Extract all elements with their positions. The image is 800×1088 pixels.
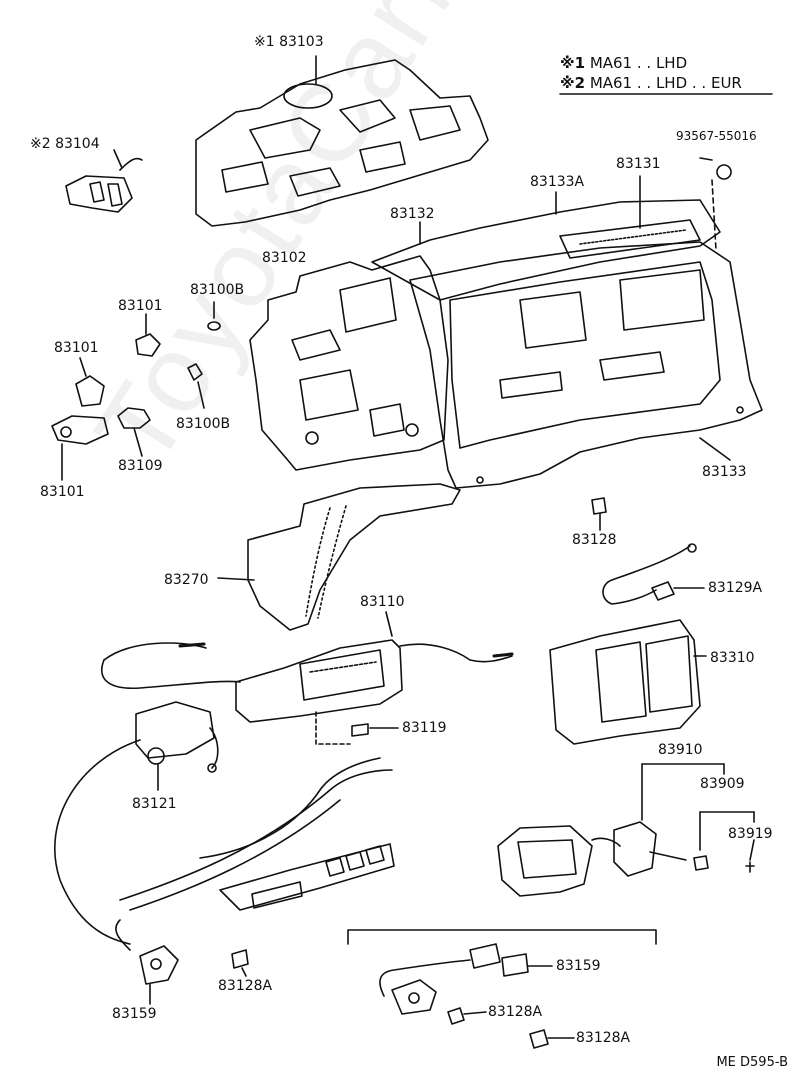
part-83119-bulb [315,711,369,745]
part-83159-left [115,919,179,985]
label-83132: 83132 [390,206,435,222]
label-83119: 83119 [402,720,447,736]
label-83104: ※2 83104 [30,136,100,152]
legend-line-1: ※1 MA61 . . LHD [560,54,687,72]
legend-mark-2: ※2 [560,74,586,92]
part-wire-harness [54,739,393,945]
legend-line-2: ※2 MA61 . . LHD . . EUR [560,74,742,92]
part-83133-cluster [409,241,763,489]
label-83100B-top: 83100B [190,282,245,298]
part-83101-socket-c [51,415,109,445]
part-83103-circuit-plate [195,59,489,227]
part-83110-display [101,639,514,723]
part-83270-flex-circuit [247,483,461,631]
part-switch-panel [219,843,395,911]
label-83159-left: 83159 [112,1006,157,1022]
label-83121: 83121 [132,796,177,812]
part-83129A-sensor [602,543,697,605]
bracket-optional-group [347,929,657,945]
label-83109: 83109 [118,458,163,474]
leader-83110 [385,611,393,637]
part-83104-bracket [65,157,143,213]
part-83128-bulb-top [591,497,607,515]
label-83101-c: 83101 [40,484,85,500]
part-83909-nut [693,855,709,871]
leader-83104 [113,149,123,169]
legend-mark-1: ※1 [560,54,586,72]
part-83919-screw [745,861,755,873]
label-83270: 83270 [164,572,209,588]
leader-83270 [217,577,255,581]
label-83310: 83310 [710,650,755,666]
label-83133A: 83133A [530,174,585,190]
part-83128A-right-1 [447,1007,465,1025]
leader-93567-dash [711,179,717,251]
leader-83909-group [699,811,755,851]
part-83159-right [379,943,529,1015]
label-83129A: 83129A [708,580,763,596]
leader-83128A-left [241,967,247,977]
part-83131-lens [559,219,701,259]
legend-text-1: MA61 . . LHD [589,54,688,72]
label-83101-b: 83101 [54,340,99,356]
label-83131: 83131 [616,156,661,172]
leader-83100B-bottom [197,381,205,409]
part-83910-gauge [497,821,687,897]
leader-83133 [699,437,731,461]
label-83128A-left: 83128A [218,978,273,994]
part-83128A-left [231,949,249,969]
label-83919: 83919 [728,826,773,842]
legend-text-2: MA61 . . LHD . . EUR [589,74,742,92]
label-93567: 93567-55016 [676,129,757,143]
part-83101-socket-b [75,375,105,407]
part-83128A-right-2 [529,1029,549,1049]
label-83133: 83133 [702,464,747,480]
leader-93567 [699,157,713,161]
leader-83910-group [641,763,725,821]
label-83100B-bottom: 83100B [176,416,231,432]
label-83128A-r2: 83128A [576,1030,631,1046]
part-83100B-bulb-bottom [187,363,203,381]
part-83100B-bulb-top [207,321,221,331]
label-83101-a: 83101 [118,298,163,314]
label-83103: ※1 83103 [254,34,324,50]
label-83102: 83102 [262,250,307,266]
label-83910: 83910 [658,742,703,758]
leader-83101-b [79,357,87,377]
label-83128A-r1: 83128A [488,1004,543,1020]
part-83109-bulb [117,407,151,429]
part-93567-screw [716,164,732,180]
label-83128-top: 83128 [572,532,617,548]
sheet-code: ME D595-B [716,1055,788,1070]
leader-83109 [133,427,143,457]
label-83110: 83110 [360,594,405,610]
leader-83128A-r1 [463,1011,487,1015]
part-83101-socket-a [135,333,161,357]
label-83159-right: 83159 [556,958,601,974]
leader-83919 [749,839,755,861]
part-83132-frame [371,199,721,301]
part-83310-module [549,619,701,745]
label-83909: 83909 [700,776,745,792]
part-83121-switch [135,701,219,773]
